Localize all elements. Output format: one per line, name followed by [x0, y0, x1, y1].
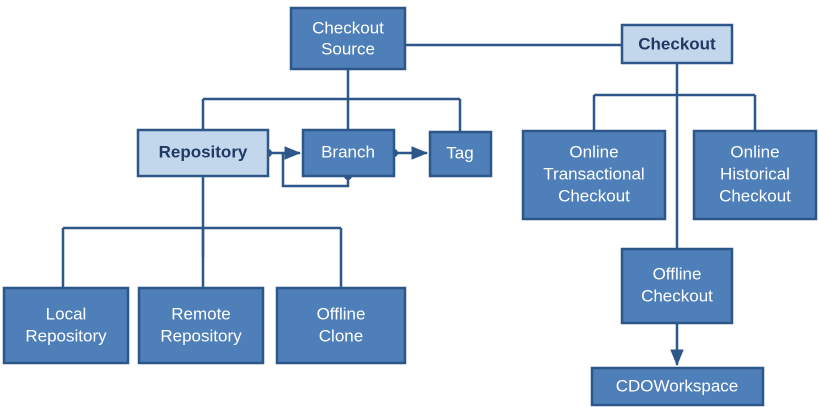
node-remote-repository-box[interactable]	[137, 286, 265, 365]
node-checkout-box[interactable]	[620, 23, 734, 65]
node-tag-label: Tag	[446, 143, 473, 162]
node-checkout-source-label-line-2: Source	[321, 39, 375, 58]
node-offline-checkout-label-line-1: Offline	[653, 264, 702, 283]
node-tag-box[interactable]	[428, 130, 493, 178]
node-checkout[interactable]: Checkout	[620, 23, 734, 65]
node-remote-repository-label-line-1: Remote	[171, 304, 231, 323]
node-branch-label: Branch	[321, 142, 375, 161]
node-offline-checkout-box[interactable]	[620, 247, 734, 325]
node-online-historical-checkout-box[interactable]	[692, 129, 818, 221]
node-local-repository[interactable]: Local Repository	[2, 286, 130, 365]
node-offline-clone-label-line-1: Offline	[317, 304, 366, 323]
node-branch-box[interactable]	[301, 128, 396, 178]
node-repository[interactable]: Repository	[136, 128, 270, 178]
node-online-historical-checkout-label-line-2: Historical	[720, 164, 790, 183]
node-repository-box[interactable]	[136, 128, 270, 178]
node-local-repository-label-line-2: Repository	[25, 326, 107, 345]
node-remote-repository[interactable]: Remote Repository	[137, 286, 265, 365]
node-online-transactional-checkout-box[interactable]	[521, 129, 667, 221]
node-checkout-label: Checkout	[638, 34, 716, 53]
node-offline-checkout[interactable]: Offline Checkout	[620, 247, 734, 325]
node-offline-clone[interactable]: Offline Clone	[275, 286, 407, 365]
node-online-transactional-checkout-label-line-1: Online	[569, 142, 618, 161]
node-cdoworkspace-box[interactable]	[590, 366, 765, 407]
node-checkout-source-box[interactable]	[289, 6, 407, 71]
node-online-historical-checkout[interactable]: Online Historical Checkout	[692, 129, 818, 221]
node-offline-checkout-label-line-2: Checkout	[641, 286, 713, 305]
node-cdoworkspace-label: CDOWorkspace	[616, 376, 739, 395]
node-offline-clone-label-line-2: Clone	[319, 326, 363, 345]
node-remote-repository-label-line-2: Repository	[160, 326, 242, 345]
node-checkout-source-label-line-1: Checkout	[312, 18, 384, 37]
node-repository-label: Repository	[159, 142, 248, 161]
node-online-transactional-checkout[interactable]: Online Transactional Checkout	[521, 129, 667, 221]
node-tag[interactable]: Tag	[428, 130, 493, 178]
node-offline-clone-box[interactable]	[275, 286, 407, 365]
node-local-repository-box[interactable]	[2, 286, 130, 365]
node-branch[interactable]: Branch	[301, 128, 396, 178]
node-checkout-source[interactable]: Checkout Source	[289, 6, 407, 71]
node-online-transactional-checkout-label-line-3: Checkout	[558, 186, 630, 205]
node-online-historical-checkout-label-line-3: Checkout	[719, 186, 791, 205]
node-online-historical-checkout-label-line-1: Online	[730, 142, 779, 161]
connector-branch-self-loop	[281, 153, 350, 188]
node-online-transactional-checkout-label-line-2: Transactional	[543, 164, 644, 183]
node-local-repository-label-line-1: Local	[46, 304, 87, 323]
node-cdoworkspace[interactable]: CDOWorkspace	[590, 366, 765, 407]
